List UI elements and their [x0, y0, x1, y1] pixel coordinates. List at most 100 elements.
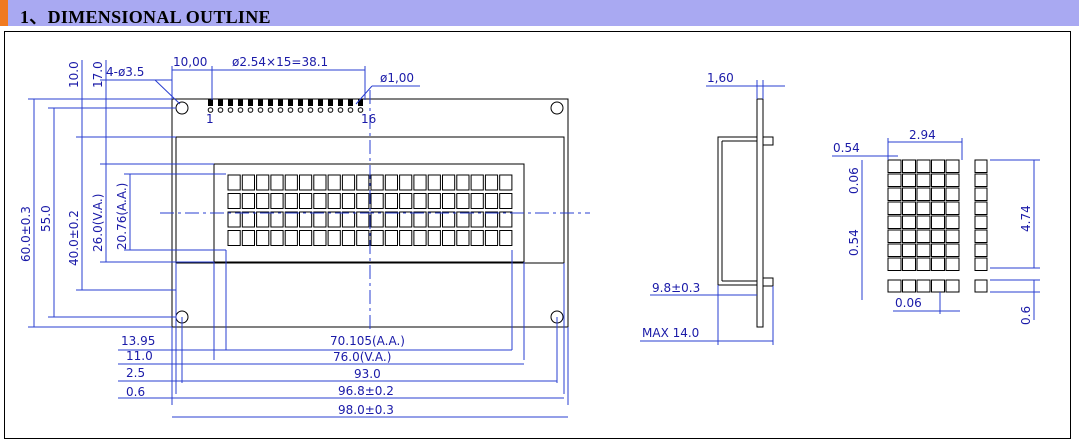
character-cell	[413, 193, 427, 209]
side-pin-top	[762, 136, 774, 146]
character-cell	[299, 211, 313, 228]
pin-pad	[247, 107, 254, 113]
character-cell	[241, 230, 256, 246]
character-cell	[456, 230, 470, 246]
pin	[228, 99, 233, 106]
cursor-dot	[887, 279, 902, 293]
dim-height-20-76-aa: 20.76(A.A.)	[115, 183, 129, 250]
character-cell	[227, 230, 241, 246]
character-cell	[499, 230, 513, 246]
character-cell	[470, 211, 484, 228]
dot	[931, 229, 945, 243]
character-cell	[442, 211, 456, 228]
next-dot	[974, 173, 988, 187]
pin	[308, 99, 313, 106]
section-title: 1、DIMENSIONAL OUTLINE	[20, 7, 271, 27]
dim-10-0: 10.0	[67, 61, 81, 88]
character-cell	[384, 174, 398, 191]
dim-2-5: 2.5	[126, 366, 145, 380]
next-character-column	[974, 159, 988, 293]
pin	[288, 99, 293, 106]
character-cell	[499, 211, 513, 228]
character-cell	[470, 230, 484, 246]
dot	[902, 215, 916, 229]
character-cell	[356, 174, 370, 191]
character-cell	[313, 230, 327, 246]
dot	[916, 243, 931, 257]
character-cell	[356, 230, 370, 246]
character-cell	[241, 211, 256, 228]
character-cell	[413, 211, 427, 228]
dot	[945, 229, 960, 243]
dot	[931, 173, 945, 187]
dot	[887, 187, 902, 201]
character-cell	[442, 230, 456, 246]
character-cell	[256, 193, 270, 209]
character-cell	[499, 193, 513, 209]
character-cell	[341, 193, 356, 209]
dot	[887, 215, 902, 229]
next-dot	[974, 229, 988, 243]
dot-matrix-5x8	[887, 159, 960, 271]
dot	[945, 201, 960, 215]
character-cell	[427, 193, 441, 209]
character-cell	[327, 174, 341, 191]
character-cell	[270, 211, 284, 228]
character-cell	[484, 193, 499, 209]
pin-pad	[287, 107, 294, 113]
dim-char-height-4-74: 4.74	[1019, 205, 1033, 232]
pin	[268, 99, 273, 106]
dot	[916, 215, 931, 229]
pin-pad	[237, 107, 244, 113]
pin	[248, 99, 253, 106]
dot	[887, 257, 902, 271]
character-cell	[313, 193, 327, 209]
dot	[902, 243, 916, 257]
dot	[902, 187, 916, 201]
character-detail: 2.94 0.54 0.06 0.54 4.74 0.6 0.06	[832, 128, 1040, 325]
dot	[945, 243, 960, 257]
dim-height-60: 60.0±0.3	[19, 206, 33, 262]
character-cell	[484, 211, 499, 228]
character-cell	[256, 211, 270, 228]
pin	[218, 99, 223, 106]
bezel-outline	[175, 136, 565, 264]
pin	[298, 99, 303, 106]
character-cell	[456, 211, 470, 228]
character-cell	[256, 230, 270, 246]
dot	[902, 173, 916, 187]
pin	[348, 99, 353, 106]
dot	[931, 201, 945, 215]
pin-pad	[207, 107, 214, 113]
character-cell	[284, 230, 298, 246]
dot	[916, 229, 931, 243]
pin	[358, 99, 363, 106]
dim-0-6: 0.6	[126, 385, 145, 399]
cursor-row	[887, 279, 960, 293]
character-cell	[327, 230, 341, 246]
character-cell	[370, 174, 384, 191]
dim-dot-gap-0-06: 0.06	[847, 167, 861, 194]
next-dot	[974, 187, 988, 201]
dim-side-1-60: 1,60	[707, 71, 734, 85]
dot	[887, 173, 902, 187]
dim-height-26-va: 26.0(V.A.)	[91, 194, 105, 252]
dim-height-55: 55.0	[39, 205, 53, 232]
side-bezel	[717, 136, 757, 286]
pin	[338, 99, 343, 106]
pin-pad	[347, 107, 354, 113]
dim-side-max-14: MAX 14.0	[642, 326, 699, 340]
cursor-dot	[945, 279, 960, 293]
dim-height-40: 40.0±0.2	[67, 210, 81, 266]
character-cell	[284, 211, 298, 228]
side-pcb	[756, 98, 764, 328]
character-cell	[427, 174, 441, 191]
character-cell	[284, 174, 298, 191]
dim-13-95: 13.95	[121, 334, 155, 348]
dim-11-0: 11.0	[126, 349, 153, 363]
section-header-bar: 1、DIMENSIONAL OUTLINE	[0, 0, 1079, 27]
dot	[902, 229, 916, 243]
character-cell	[399, 230, 413, 246]
character-cell	[456, 193, 470, 209]
pin-header	[207, 99, 364, 113]
